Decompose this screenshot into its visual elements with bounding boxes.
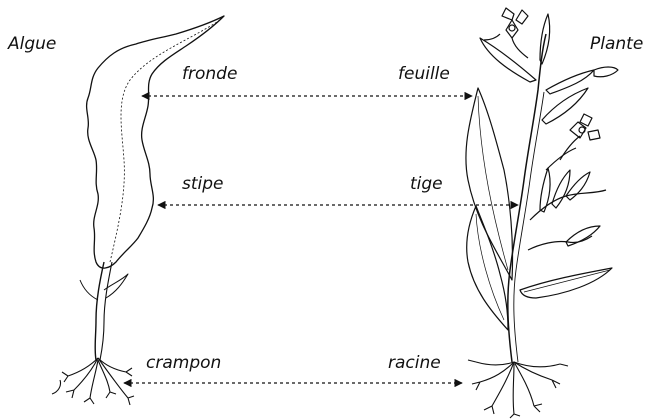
label-racine: racine bbox=[388, 355, 441, 372]
seaweed-frond bbox=[87, 16, 224, 268]
title-plante: Plante bbox=[590, 36, 643, 53]
label-tige: tige bbox=[410, 176, 443, 193]
plant-flower-right bbox=[546, 114, 600, 170]
label-fronde: fronde bbox=[182, 66, 237, 83]
plant-leaf bbox=[466, 88, 513, 280]
plant-flower-top bbox=[484, 8, 528, 58]
seaweed-holdfast bbox=[52, 358, 134, 405]
plant-illustration bbox=[466, 8, 618, 418]
plant-roots bbox=[468, 360, 568, 418]
label-crampon: crampon bbox=[146, 355, 221, 372]
title-algue: Algue bbox=[8, 36, 56, 53]
label-feuille: feuille bbox=[398, 66, 450, 83]
connector-arrows bbox=[124, 96, 518, 383]
label-stipe: stipe bbox=[182, 176, 224, 193]
